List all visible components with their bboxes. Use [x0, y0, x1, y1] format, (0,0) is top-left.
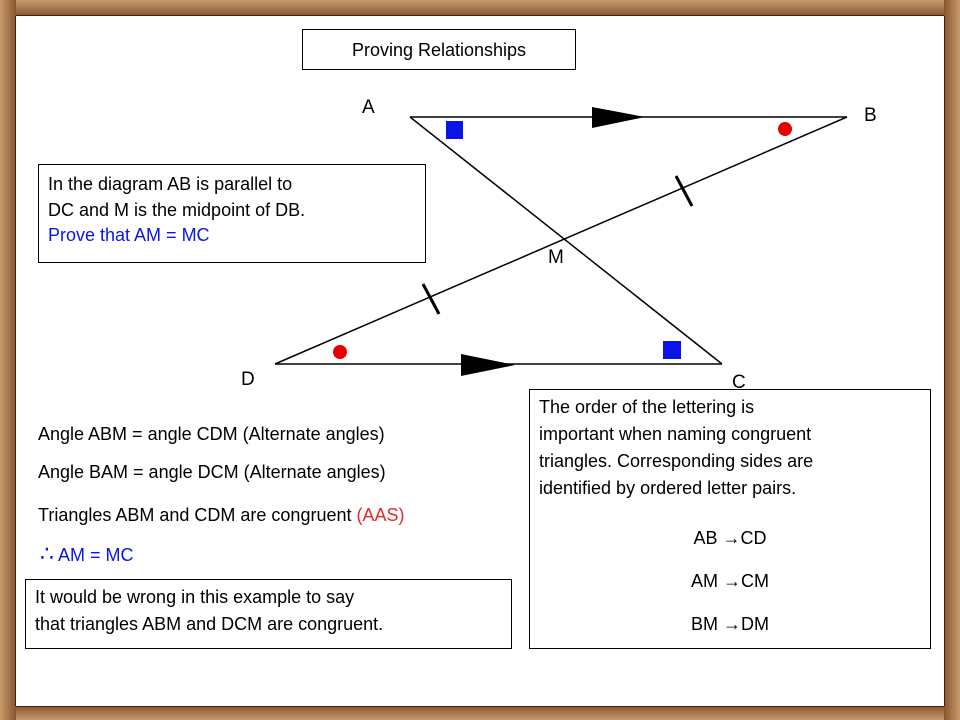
pair-1-to: CD [740, 528, 767, 548]
letter-pair-1: AB →CD [530, 526, 930, 550]
proof-conclusion: ∴ AM = MC [40, 542, 134, 567]
segment-ac [409, 116, 723, 365]
frame-inner-edge-bottom [16, 706, 944, 707]
warning-box: It would be wrong in this example to say… [25, 579, 512, 649]
pair-3-to: DM [741, 614, 769, 634]
frame-inner-edge-right [944, 16, 945, 706]
page-title: Proving Relationships [351, 40, 527, 60]
proof-step-3-text: Triangles ABM and CDM are congruent [38, 505, 352, 525]
vertex-label-m: M [548, 247, 564, 268]
proof-step-2: Angle BAM = angle DCM (Alternate angles) [38, 462, 386, 482]
proof-step-3-reason: (AAS) [356, 505, 405, 525]
problem-line-3: Prove that AM = MC [48, 225, 210, 245]
frame-bottom [0, 706, 960, 720]
arrow-icon: → [723, 614, 741, 634]
note-line-3: triangles. Corresponding sides are [539, 451, 814, 471]
vertex-label-b: B [864, 105, 877, 126]
angle-marker-square-a [446, 121, 463, 139]
note-line-4: identified by ordered letter pairs. [539, 478, 797, 498]
parallel-arrow-dc [461, 354, 515, 376]
parallel-arrow-ab [592, 107, 645, 128]
letter-pair-2: AM →CM [530, 569, 930, 593]
arrow-icon: → [723, 571, 741, 591]
pair-2-to: CM [741, 571, 769, 591]
angle-marker-square-c [663, 341, 681, 359]
problem-line-2: DC and M is the midpoint of DB. [48, 200, 306, 220]
proof-step-3: Triangles ABM and CDM are congruent (AAS… [38, 503, 405, 527]
lettering-note-box: The order of the lettering is important … [529, 389, 931, 649]
vertex-label-c: C [732, 372, 746, 393]
tick-mark-dm [421, 283, 441, 315]
title-box: Proving Relationships [302, 29, 576, 70]
note-line-2: important when naming congruent [539, 424, 812, 444]
segment-db [274, 116, 848, 365]
pair-2-from: AM [690, 571, 718, 591]
proof-conclusion-text: AM = MC [58, 545, 134, 565]
frame-right [944, 0, 960, 720]
angle-marker-dot-b [778, 122, 792, 136]
frame-left [0, 0, 16, 720]
problem-line-1: In the diagram AB is parallel to [48, 174, 293, 194]
frame-inner-edge-top [16, 15, 944, 16]
therefore-symbol: ∴ [40, 541, 54, 566]
vertex-label-d: D [241, 369, 255, 390]
proof-step-1: Angle ABM = angle CDM (Alternate angles) [38, 424, 385, 444]
problem-box: In the diagram AB is parallel to DC and … [38, 164, 426, 263]
tick-mark-mb [674, 175, 694, 207]
letter-pair-3: BM →DM [530, 612, 930, 636]
frame-top [0, 0, 960, 16]
note-line-1: The order of the lettering is [539, 397, 755, 417]
angle-marker-dot-d [333, 345, 347, 359]
pair-1-from: AB [693, 528, 718, 548]
frame-inner-edge-left [15, 16, 16, 706]
warning-line-2: that triangles ABM and DCM are congruent… [35, 614, 384, 634]
warning-line-1: It would be wrong in this example to say [35, 587, 355, 607]
vertex-label-a: A [362, 97, 375, 118]
pair-3-from: BM [690, 614, 718, 634]
arrow-icon: → [722, 528, 741, 548]
